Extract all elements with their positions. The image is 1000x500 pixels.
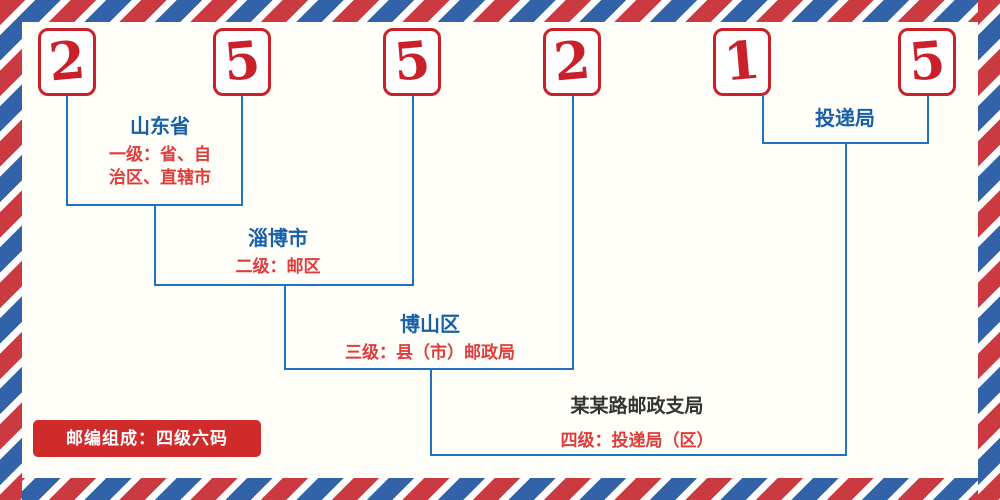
digit-box-3: 5 xyxy=(383,28,441,96)
level4-label: 某某路邮政支局 四级：投递局（区） xyxy=(507,394,767,452)
level2-desc: 二级：邮区 xyxy=(235,257,321,276)
level3-desc: 三级：县（市）邮政局 xyxy=(345,343,515,362)
digit-box-2: 5 xyxy=(213,28,271,96)
postal-digit-6: 5 xyxy=(906,29,948,94)
level3-label: 博山区 三级：县（市）邮政局 xyxy=(310,312,550,364)
postal-digit-3: 5 xyxy=(391,29,433,94)
level1-region-name: 山东省 xyxy=(130,116,190,138)
connector-line-l3-right xyxy=(572,96,574,370)
connector-line-l2-right xyxy=(412,96,414,286)
level1-label: 山东省 一级：省、自 治区、直辖市 xyxy=(70,114,250,189)
connector-line-delivery-bottom xyxy=(762,142,929,144)
connector-line-delivery-right xyxy=(927,96,929,144)
connector-line-l2-left xyxy=(154,204,156,286)
connector-line-delivery-left xyxy=(762,96,764,144)
postal-composition-badge: 邮编组成：四级六码 xyxy=(33,420,261,457)
level3-region-name: 博山区 xyxy=(400,314,460,336)
digit-box-1: 2 xyxy=(38,28,96,96)
digit-box-5: 1 xyxy=(713,28,771,96)
connector-line-l4-left xyxy=(430,368,432,456)
digit-box-6: 5 xyxy=(898,28,956,96)
postal-digit-2: 5 xyxy=(221,29,263,94)
level4-office-name: 某某路邮政支局 xyxy=(570,396,704,417)
level2-region-name: 淄博市 xyxy=(248,228,308,250)
postal-digit-1: 2 xyxy=(46,29,88,94)
digit-box-4: 2 xyxy=(543,28,601,96)
connector-line-l4-right xyxy=(845,142,847,456)
airmail-border-right xyxy=(978,0,1000,500)
delivery-bureau-title: 投递局 xyxy=(815,108,875,130)
level2-label: 淄博市 二级：邮区 xyxy=(188,226,368,278)
postal-digit-4: 2 xyxy=(551,29,593,94)
level4-desc: 四级：投递局（区） xyxy=(560,431,714,450)
level1-desc-line1: 一级：省、自 xyxy=(109,145,211,164)
postal-digit-5: 1 xyxy=(721,29,763,94)
connector-line-l1-left xyxy=(66,96,68,206)
connector-line-l3-bottom xyxy=(284,368,574,370)
delivery-bureau-label: 投递局 xyxy=(765,106,925,135)
airmail-border-top xyxy=(0,0,1000,22)
airmail-border-left xyxy=(0,0,22,500)
level1-desc-line2: 治区、直辖市 xyxy=(109,168,211,187)
airmail-border-bottom xyxy=(0,478,1000,500)
connector-line-l1-right xyxy=(241,96,243,206)
connector-line-l4-bottom xyxy=(430,454,847,456)
connector-line-l3-left xyxy=(284,284,286,370)
